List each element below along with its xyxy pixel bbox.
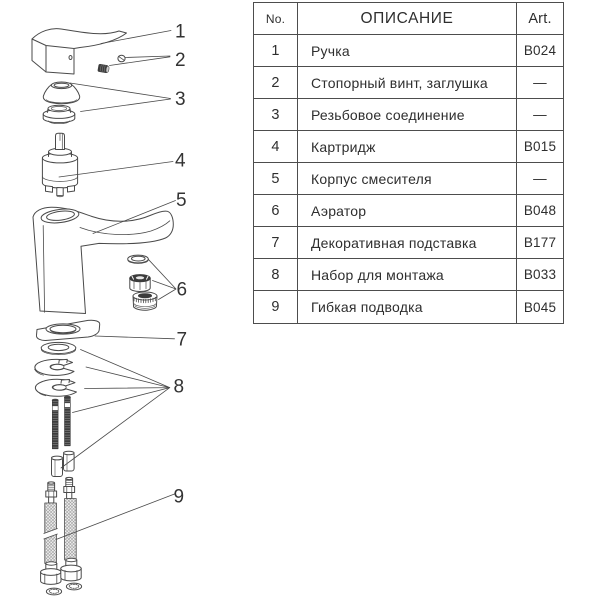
cell-art: B015 bbox=[517, 131, 563, 163]
table-row: 4 Картридж B015 bbox=[254, 131, 563, 163]
cell-art: — bbox=[517, 67, 563, 99]
mounting-kit-drawing bbox=[34, 341, 77, 477]
cell-no: 4 bbox=[254, 131, 298, 163]
cell-art: B177 bbox=[517, 227, 563, 259]
parts-table: No. ОПИСАНИЕ Art. 1 Ручка B024 2 Стопорн… bbox=[253, 2, 564, 324]
cell-description: Корпус смесителя bbox=[298, 163, 517, 195]
callout-7: 7 bbox=[177, 330, 188, 351]
table-row: 5 Корпус смесителя — bbox=[254, 163, 563, 195]
callout-2: 2 bbox=[175, 50, 186, 71]
callout-9: 9 bbox=[174, 487, 185, 508]
cell-description: Стопорный винт, заглушка bbox=[298, 67, 517, 99]
cell-no: 2 bbox=[254, 67, 298, 99]
flexible-hoses-drawing bbox=[40, 476, 83, 596]
dome-cap-drawing bbox=[42, 81, 81, 105]
callout-labels: 1 2 3 4 5 6 7 8 9 bbox=[174, 22, 188, 508]
aerator-drawing bbox=[127, 254, 158, 311]
cell-description: Аэратор bbox=[298, 195, 517, 227]
cell-no: 5 bbox=[254, 163, 298, 195]
cell-description: Картридж bbox=[298, 131, 517, 163]
callout-1: 1 bbox=[175, 22, 186, 43]
table-row: 6 Аэратор B048 bbox=[254, 195, 563, 227]
cell-no: 6 bbox=[254, 195, 298, 227]
base-plate-drawing bbox=[35, 319, 101, 341]
cell-no: 9 bbox=[254, 291, 298, 323]
cell-no: 7 bbox=[254, 227, 298, 259]
col-header-no: No. bbox=[254, 3, 298, 35]
cell-art: — bbox=[517, 163, 563, 195]
table-row: 3 Резьбовое соединение — bbox=[254, 99, 563, 131]
table-row: 2 Стопорный винт, заглушка — bbox=[254, 67, 563, 99]
handle-drawing bbox=[31, 28, 127, 75]
table-row: 9 Гибкая подводка B045 bbox=[254, 291, 563, 323]
callout-8: 8 bbox=[174, 377, 185, 398]
table-row: 8 Набор для монтажа B033 bbox=[254, 259, 563, 291]
col-header-description: ОПИСАНИЕ bbox=[298, 3, 517, 35]
callout-4: 4 bbox=[175, 151, 186, 172]
table-row: 1 Ручка B024 bbox=[254, 35, 563, 67]
cell-description: Ручка bbox=[298, 35, 517, 67]
table-header-row: No. ОПИСАНИЕ Art. bbox=[254, 3, 563, 35]
cell-description: Резьбовое соединение bbox=[298, 99, 517, 131]
callout-3: 3 bbox=[175, 89, 186, 110]
cell-description: Набор для монтажа bbox=[298, 259, 517, 291]
cell-art: — bbox=[517, 99, 563, 131]
cartridge-drawing bbox=[41, 132, 79, 198]
set-screw-drawing bbox=[97, 54, 126, 74]
exploded-faucet-diagram: 1 2 3 4 5 6 7 8 9 bbox=[31, 22, 188, 596]
table-row: 7 Декоративная подставка B177 bbox=[254, 227, 563, 259]
mixer-body-drawing bbox=[32, 206, 174, 314]
cell-no: 1 bbox=[254, 35, 298, 67]
cell-art: B024 bbox=[517, 35, 563, 67]
cell-art: B048 bbox=[517, 195, 563, 227]
leader-lines bbox=[55, 30, 177, 540]
col-header-art: Art. bbox=[517, 3, 563, 35]
cell-no: 8 bbox=[254, 259, 298, 291]
ring-nut-drawing bbox=[42, 104, 76, 125]
cell-art: B033 bbox=[517, 259, 563, 291]
cell-no: 3 bbox=[254, 99, 298, 131]
cell-description: Гибкая подводка bbox=[298, 291, 517, 323]
callout-5: 5 bbox=[176, 190, 187, 211]
callout-6: 6 bbox=[177, 280, 188, 301]
cell-art: B045 bbox=[523, 299, 557, 315]
cell-description: Декоративная подставка bbox=[298, 227, 517, 259]
